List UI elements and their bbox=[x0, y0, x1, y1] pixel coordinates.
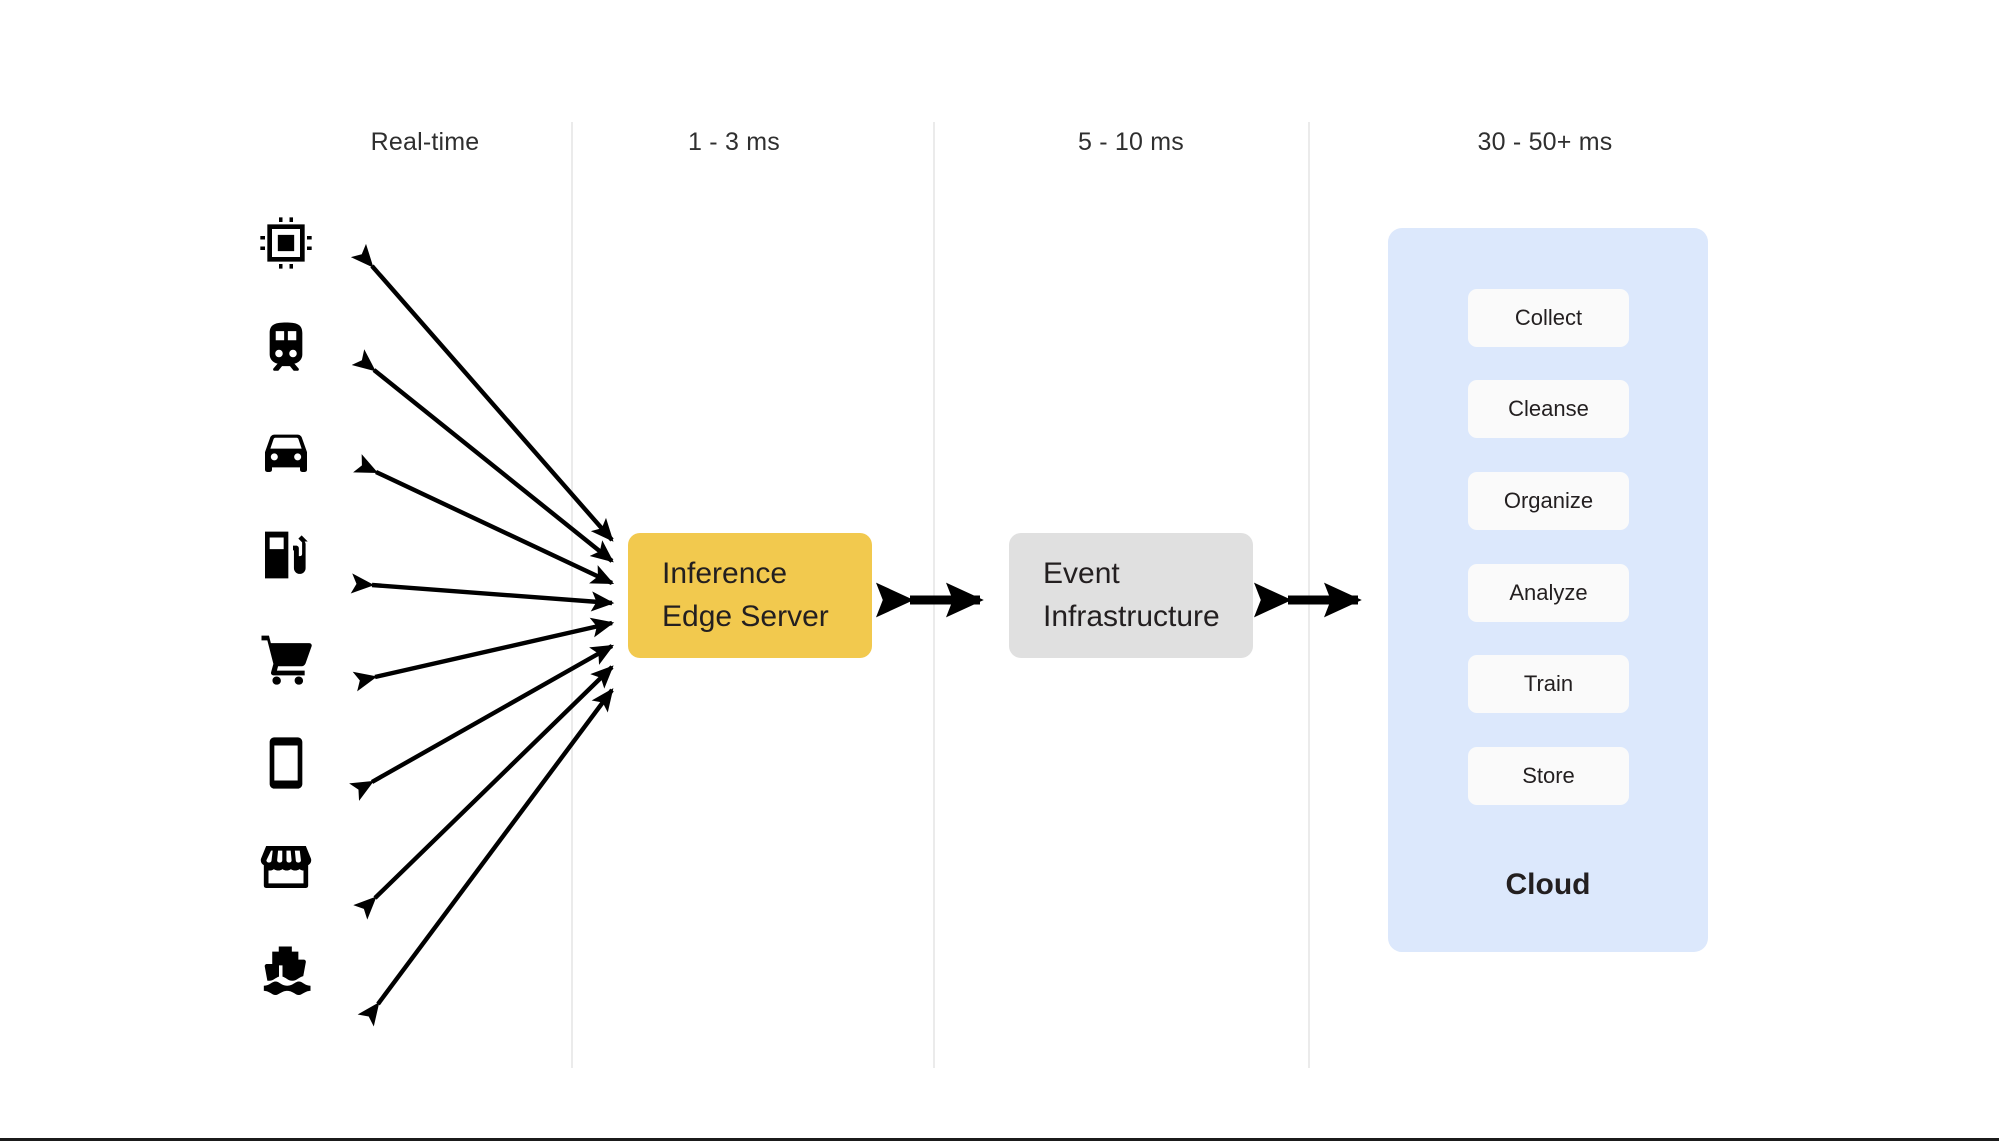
fuel-pump-icon bbox=[258, 527, 314, 583]
inference-edge-server-box[interactable]: Inference Edge Server bbox=[628, 533, 872, 658]
lane-header-5-10ms: 5 - 10 ms bbox=[1078, 128, 1184, 156]
arrow-device-8 bbox=[357, 688, 614, 1027]
cloud-stage-collect[interactable]: Collect bbox=[1468, 289, 1629, 347]
edge-box-line-2: Edge Server bbox=[662, 599, 829, 633]
arrow-device-7 bbox=[353, 665, 614, 920]
cloud-stage-analyze[interactable]: Analyze bbox=[1468, 564, 1629, 622]
lane-divider-1 bbox=[571, 122, 573, 1068]
cloud-stage-organize[interactable]: Organize bbox=[1468, 472, 1629, 530]
storefront-icon bbox=[258, 839, 314, 895]
lane-header-realtime: Real-time bbox=[370, 128, 480, 156]
cloud-stage-store[interactable]: Store bbox=[1468, 747, 1629, 805]
ship-icon bbox=[258, 943, 314, 999]
bottom-rule bbox=[0, 1138, 1999, 1141]
cloud-panel: Collect Cleanse Organize Analyze Train S… bbox=[1388, 228, 1708, 952]
arrow-device-1 bbox=[350, 243, 614, 542]
event-infrastructure-box[interactable]: Event Infrastructure bbox=[1009, 533, 1253, 658]
cloud-panel-title: Cloud bbox=[1505, 868, 1591, 901]
smartphone-icon bbox=[258, 735, 314, 791]
cloud-stage-cleanse[interactable]: Cleanse bbox=[1468, 380, 1629, 438]
lane-divider-2 bbox=[933, 122, 935, 1068]
cloud-stage-train[interactable]: Train bbox=[1468, 655, 1629, 713]
arrow-device-4 bbox=[350, 573, 615, 612]
arrow-device-3 bbox=[353, 454, 615, 585]
arrow-device-6 bbox=[349, 644, 614, 801]
car-icon bbox=[258, 423, 314, 479]
event-box-line-2: Infrastructure bbox=[1043, 599, 1220, 633]
device-icon-column bbox=[258, 215, 318, 1047]
arrow-device-2 bbox=[351, 349, 614, 563]
microchip-icon bbox=[258, 215, 314, 271]
train-icon bbox=[258, 319, 314, 375]
lane-header-1-3ms: 1 - 3 ms bbox=[688, 128, 780, 156]
lane-divider-3 bbox=[1308, 122, 1310, 1068]
event-box-line-1: Event bbox=[1043, 556, 1120, 590]
shopping-cart-icon bbox=[258, 631, 314, 687]
arrow-device-5 bbox=[352, 617, 615, 692]
lane-header-30-50ms: 30 - 50+ ms bbox=[1477, 128, 1613, 156]
edge-box-line-1: Inference bbox=[662, 556, 788, 590]
